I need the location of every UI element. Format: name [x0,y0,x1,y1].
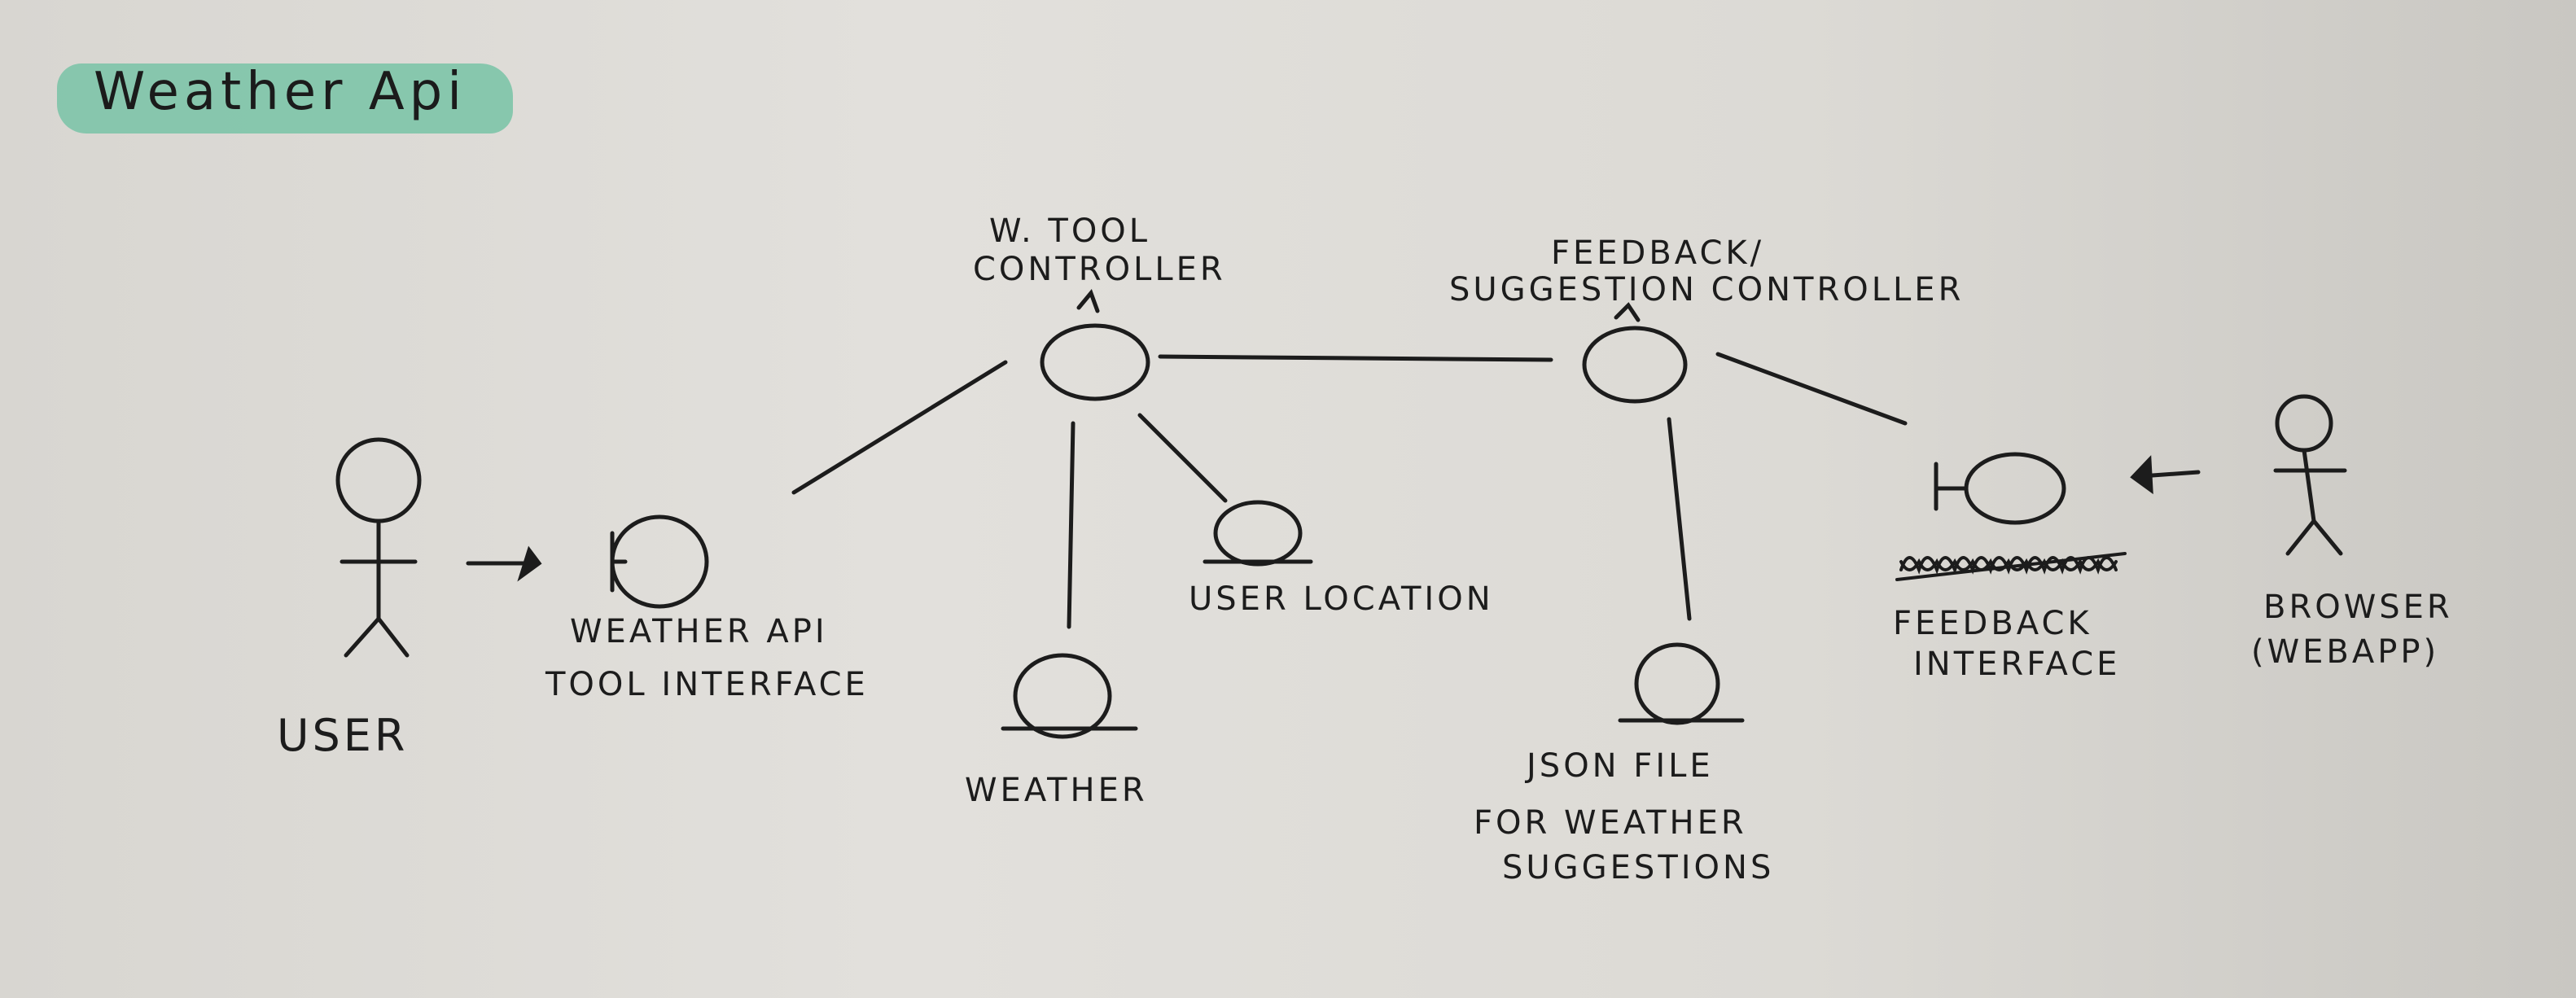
assoc-interface-controller [791,360,1008,495]
assoc-controllers [1158,354,1553,362]
json-file-label-3: SUGGESTIONS [1502,849,1775,886]
weather-label: WEATHER [965,772,1148,809]
tool-interface-boundary [610,514,709,609]
tool-interface-label-2: TOOL INTERFACE [545,666,869,703]
user-location-label: USER LOCATION [1189,580,1494,618]
json-file-entity [1618,642,1745,725]
tool-controller [1040,289,1150,401]
arrow-user-to-interface [466,545,542,582]
user-label: USER [277,710,409,761]
feedback-controller-label-1: FEEDBACK/ [1551,234,1765,272]
browser-label-2: (WEBAPP) [2251,633,2440,671]
json-file-label-1: JSON FILE [1527,747,1714,785]
browser-actor [2273,394,2347,556]
weather-entity [1001,653,1138,739]
feedback-interface-label-1: FEEDBACK [1893,605,2092,642]
scribbled-out-text [1895,552,2127,581]
feedback-controller-label-2: SUGGESTION CONTROLLER [1449,271,1965,309]
diagram-title: Weather Api [94,62,467,122]
assoc-controller-weather [1067,421,1076,629]
title-highlight [57,63,513,134]
assoc-feedback-interface [1715,352,1908,426]
user-actor [335,437,422,658]
tool-interface-label-1: WEATHER API [570,613,828,650]
feedback-interface-boundary [1934,452,2066,525]
assoc-feedback-json [1667,417,1692,621]
tool-controller-label-1: W. TOOL [989,212,1151,250]
feedback-interface-label-2: INTERFACE [1913,646,2121,683]
assoc-controller-location [1137,413,1228,503]
tool-controller-label-2: CONTROLLER [973,251,1226,288]
feedback-controller [1582,302,1688,404]
user-location-entity [1203,500,1313,567]
browser-label-1: BROWSER [2263,589,2453,626]
arrow-browser-to-interface [2130,455,2201,495]
json-file-label-2: FOR WEATHER [1474,804,1747,842]
